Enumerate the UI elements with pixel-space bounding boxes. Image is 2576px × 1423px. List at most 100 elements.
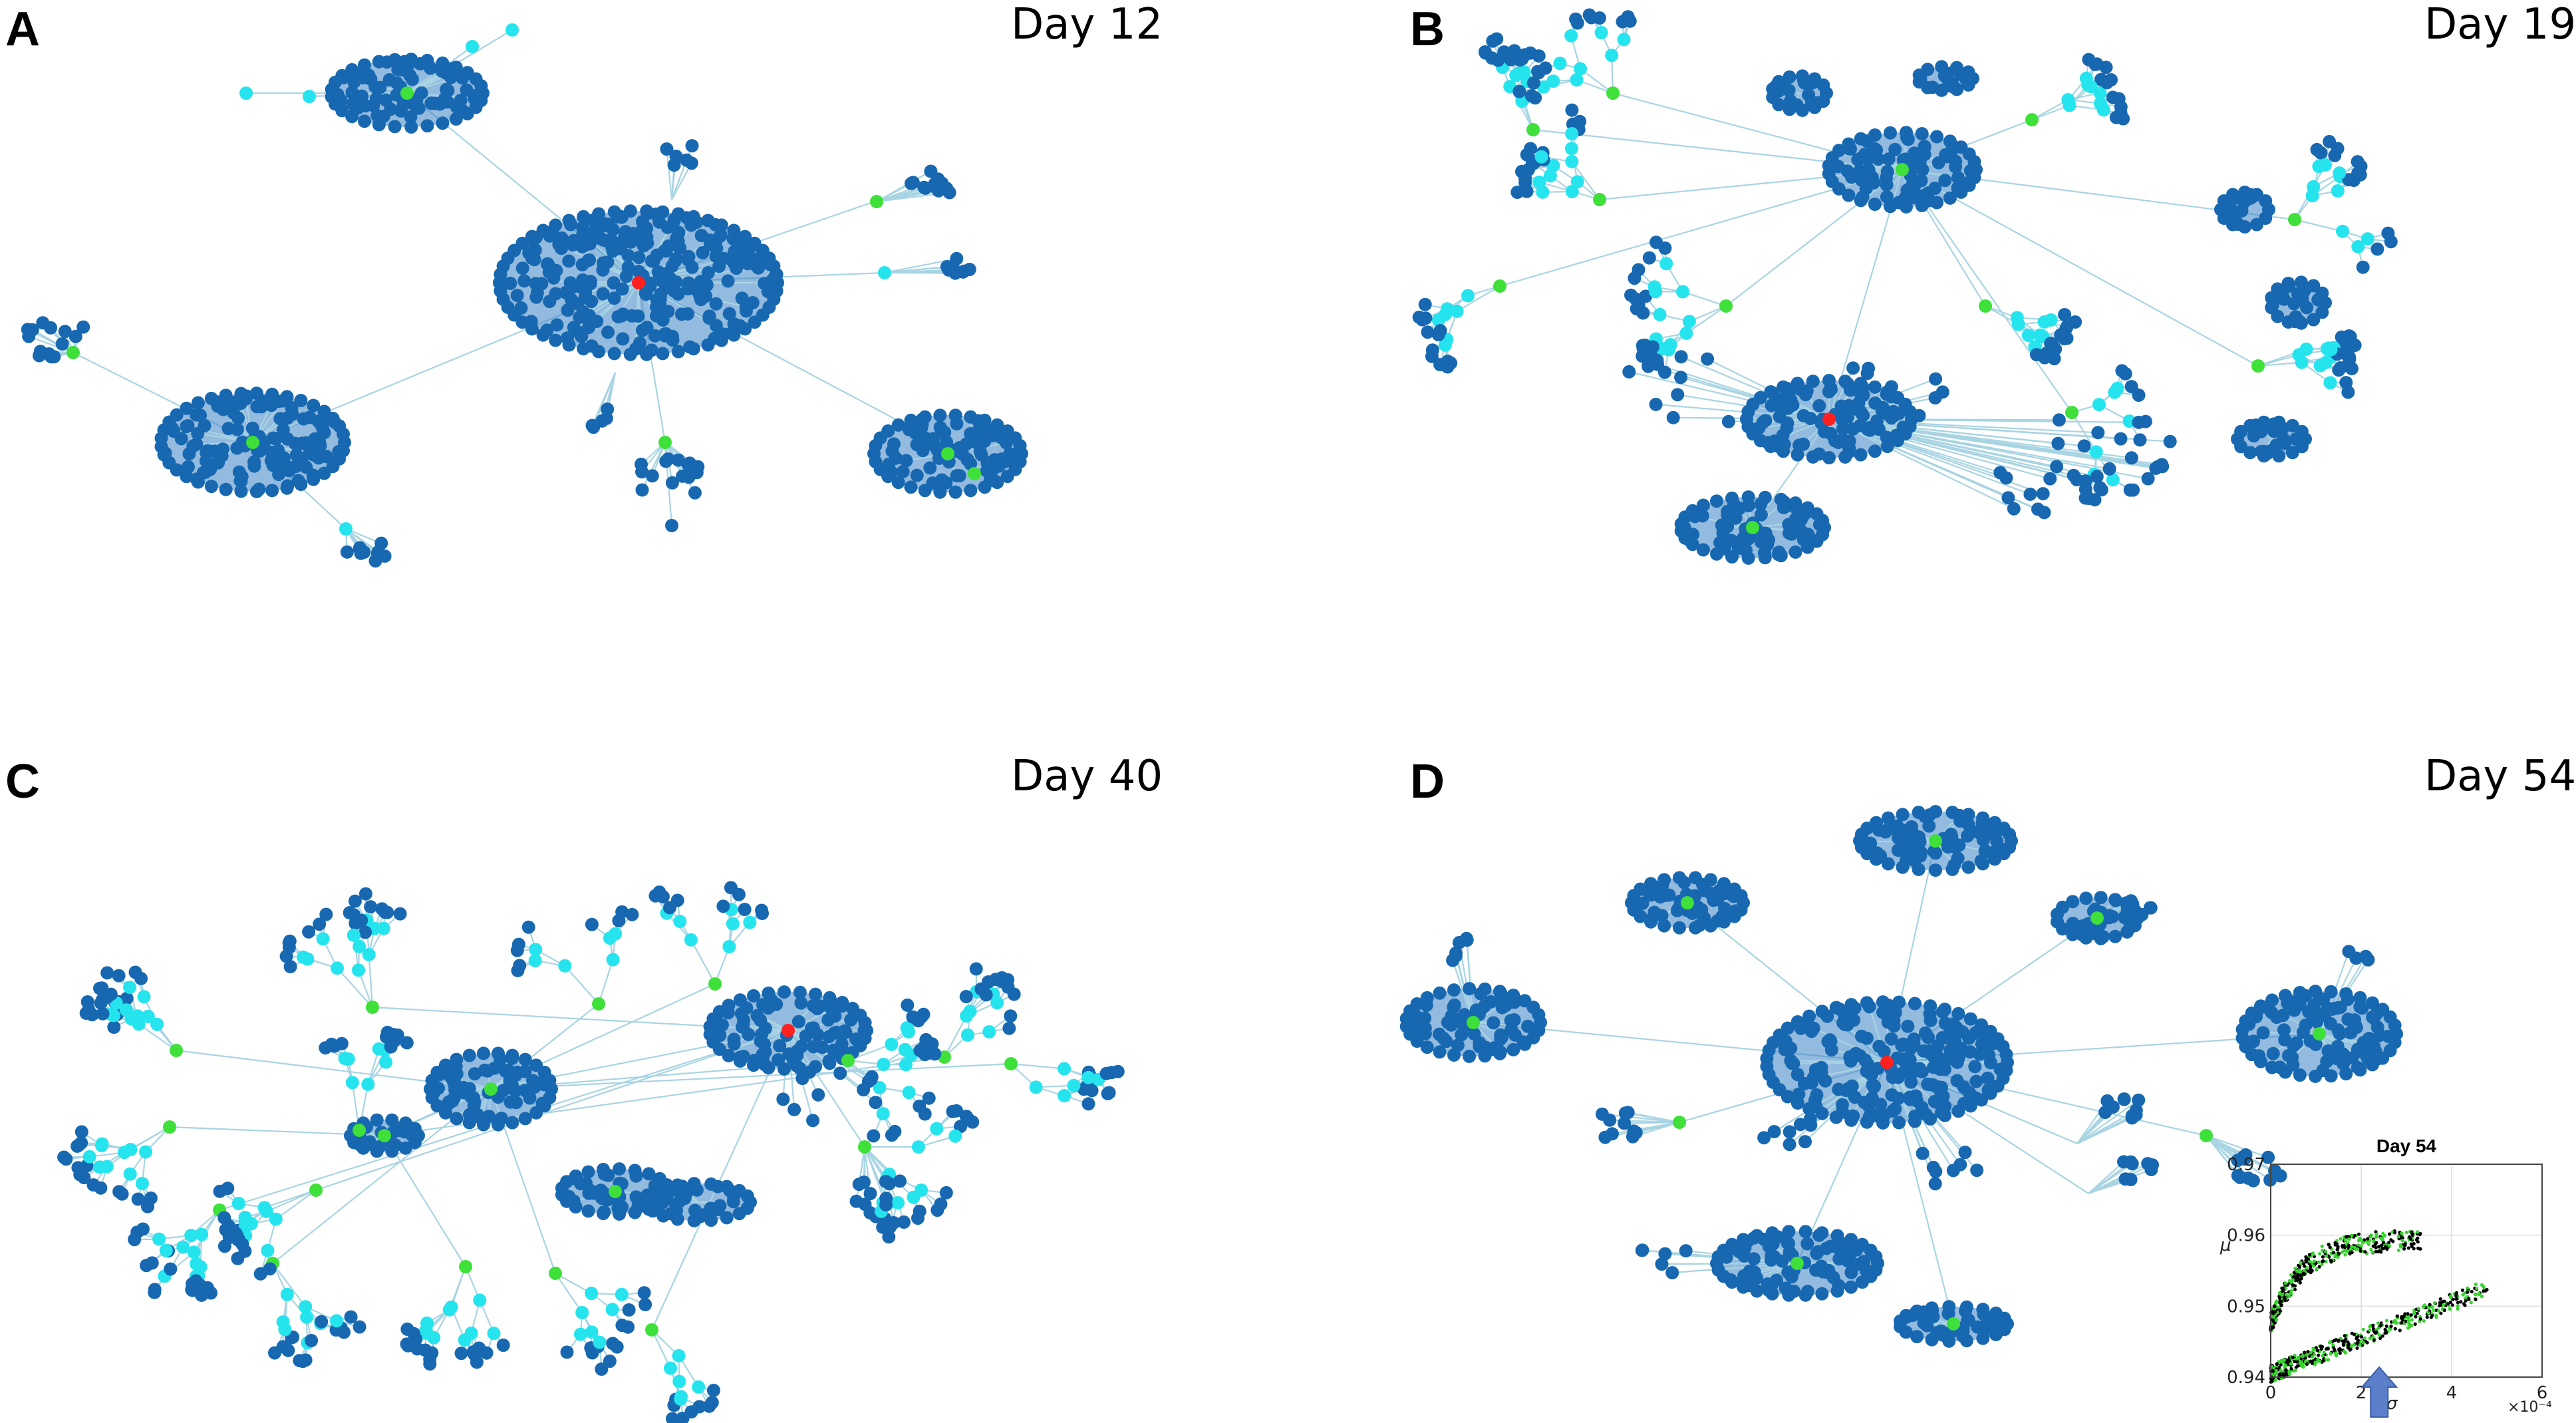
network-node xyxy=(625,907,639,921)
network-node xyxy=(198,418,212,432)
network-node xyxy=(511,963,525,977)
network-node xyxy=(2293,1068,2307,1082)
network-node xyxy=(1838,375,1852,389)
scatter-point xyxy=(2333,1255,2337,1259)
network-node xyxy=(505,1048,519,1062)
network-node xyxy=(2096,103,2110,117)
network-node xyxy=(1781,1021,1794,1035)
network-node xyxy=(811,1088,825,1102)
edges xyxy=(27,29,1022,561)
network-node xyxy=(714,228,728,242)
network-edge xyxy=(666,148,673,200)
network-node xyxy=(2294,275,2308,289)
network-node xyxy=(2132,1093,2146,1107)
network-node xyxy=(1929,1164,1943,1178)
network-node xyxy=(1004,1009,1018,1023)
network-edge xyxy=(1628,1112,1680,1124)
network-node xyxy=(1829,1001,1843,1015)
scatter-point xyxy=(2474,1287,2479,1291)
network-node xyxy=(233,474,247,488)
network-node xyxy=(2245,1006,2259,1020)
network-node xyxy=(1844,1233,1858,1247)
network-node xyxy=(2339,987,2353,1001)
network-node xyxy=(1067,1078,1081,1092)
network-node xyxy=(721,274,735,288)
network-node xyxy=(423,1352,437,1366)
network-node xyxy=(1945,806,1959,820)
network-node xyxy=(2118,1172,2132,1186)
network-node xyxy=(714,218,728,232)
network-node xyxy=(754,1034,768,1048)
network-node xyxy=(1681,896,1694,909)
network-node xyxy=(400,86,414,100)
network-node xyxy=(438,1058,452,1072)
network-node xyxy=(918,1107,932,1121)
network-node xyxy=(1846,361,1860,375)
network-node xyxy=(1673,871,1686,885)
scatter-point xyxy=(2357,1243,2361,1247)
network-node xyxy=(1622,365,1636,379)
network-node xyxy=(1961,829,1975,843)
network-node xyxy=(2333,361,2347,375)
network-node xyxy=(648,329,662,343)
network-node xyxy=(96,1007,110,1021)
network-node xyxy=(536,328,550,342)
scatter-point xyxy=(2333,1339,2337,1343)
network-node xyxy=(1659,257,1673,271)
network-node xyxy=(682,249,696,263)
network-node xyxy=(791,1015,805,1028)
scatter-point xyxy=(2279,1363,2283,1367)
network-node xyxy=(515,261,529,275)
network-node xyxy=(897,1215,911,1229)
network-node xyxy=(280,390,294,404)
network-node xyxy=(2269,438,2283,452)
network-edge xyxy=(315,1029,789,1191)
network-node xyxy=(1961,860,1975,874)
network-node xyxy=(1822,412,1836,426)
network-node xyxy=(2243,418,2257,432)
network-node xyxy=(1747,1252,1761,1266)
network-node xyxy=(382,73,396,86)
network-node xyxy=(1463,1049,1477,1063)
day-label: Day 54 xyxy=(2424,752,2576,801)
network-node xyxy=(1892,1116,1906,1130)
network-node xyxy=(1565,127,1579,140)
network-node xyxy=(2238,220,2251,234)
network-node xyxy=(1950,1055,1964,1069)
network-node xyxy=(1949,154,1963,168)
network-node xyxy=(459,1260,472,1273)
network-node xyxy=(388,53,402,67)
network-node xyxy=(701,266,715,279)
network-node xyxy=(1946,835,1960,849)
network-node xyxy=(1928,1177,1942,1191)
network-node xyxy=(1968,1060,1982,1074)
scatter-point xyxy=(2425,1315,2429,1319)
network-node xyxy=(2060,331,2074,345)
network-node xyxy=(266,431,280,445)
network-node xyxy=(686,342,700,356)
network-node xyxy=(1914,849,1928,863)
network-node xyxy=(738,322,752,336)
network-node xyxy=(265,387,279,401)
network-node xyxy=(1534,150,1548,164)
network-node xyxy=(2292,348,2306,362)
scatter-point xyxy=(2406,1246,2410,1250)
network-node xyxy=(515,236,529,250)
network-node xyxy=(2288,213,2301,226)
scatter-point xyxy=(2388,1327,2392,1331)
network-node xyxy=(550,318,564,332)
network-node xyxy=(404,53,418,67)
network-edge xyxy=(1682,291,1727,307)
network-node xyxy=(344,1310,358,1324)
network-node xyxy=(280,481,294,495)
network-edge xyxy=(2257,354,2299,367)
network-node xyxy=(281,432,295,446)
network-node xyxy=(307,472,321,486)
network-node xyxy=(933,420,947,434)
network-node xyxy=(319,907,333,921)
network-node xyxy=(529,1106,543,1120)
network-node xyxy=(670,1212,684,1226)
network-node xyxy=(2043,472,2057,486)
scatter-point xyxy=(2359,1335,2364,1339)
network-node xyxy=(673,915,687,928)
